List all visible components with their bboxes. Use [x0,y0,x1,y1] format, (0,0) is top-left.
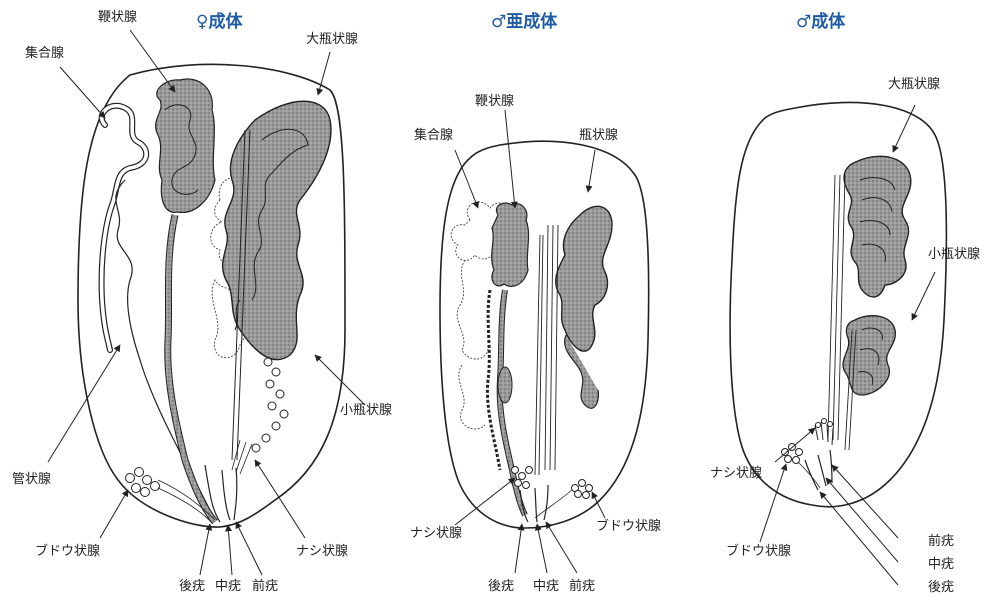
label-minor-ampullate-gland-female: 小瓶状腺 [340,403,392,419]
label-median-spinneret-female: 中疣 [215,579,241,595]
label-aciniform-gland-female: ブドウ状腺 [35,544,100,560]
label-piriform-gland-male-adult: ナシ状腺 [710,466,762,482]
abdomen-outline-male-subadult [440,141,649,528]
label-ampullate-gland-male-subadult: 瓶状腺 [579,128,618,144]
label-median-spinneret-male-subadult: 中疣 [533,579,559,595]
label-posterior-spinneret-male-adult: 後疣 [928,580,954,596]
label-aciniform-gland-male-subadult: ブドウ状腺 [596,519,661,535]
label-piriform-gland-female: ナシ状腺 [296,544,348,560]
label-collecting-gland-female: 集合腺 [25,46,64,62]
flagelliform-gland-female [156,79,215,212]
label-flagelliform-gland-male-subadult: 鞭状腺 [475,94,514,110]
spinnerets-male-subadult [520,485,548,522]
major-ampullate-gland-female [223,101,331,359]
label-median-spinneret-male-adult: 中疣 [928,557,954,573]
abdomen-outline-male-adult [730,102,946,506]
label-anterior-spinneret-female: 前疣 [252,579,278,595]
label-major-ampullate-gland-female: 大瓶状腺 [306,32,358,48]
ampullate-gland-male-subadult [556,206,612,351]
panel-male-adult [730,102,946,585]
spinnerets-male-adult [805,450,832,490]
label-posterior-spinneret-male-subadult: 後疣 [488,579,514,595]
flagelliform-gland-male-subadult [492,203,529,286]
title-male-adult: ♂成体 [796,7,845,32]
panel-female-adult [48,30,365,575]
label-anterior-spinneret-male-subadult: 前疣 [569,579,595,595]
label-major-ampullate-gland-male-adult: 大瓶状腺 [888,77,940,93]
label-aciniform-gland-male-adult: ブドウ状腺 [726,544,791,560]
piriform-gland-male-adult [815,419,833,446]
label-collecting-gland-male-subadult: 集合腺 [414,128,453,144]
label-minor-ampullate-gland-male-adult: 小瓶状腺 [928,247,980,263]
title-male-subadult: ♂亜成体 [491,7,557,32]
label-piriform-gland-male-subadult: ナシ状腺 [410,526,462,542]
panel-male-subadult [440,110,649,573]
label-posterior-spinneret-female: 後疣 [179,579,205,595]
label-tubuliform-gland-female: 管状腺 [12,472,51,488]
label-anterior-spinneret-male-adult: 前疣 [928,534,954,550]
title-female-adult: ♀成体 [196,7,242,32]
label-flagelliform-gland-female: 鞭状腺 [98,10,137,26]
